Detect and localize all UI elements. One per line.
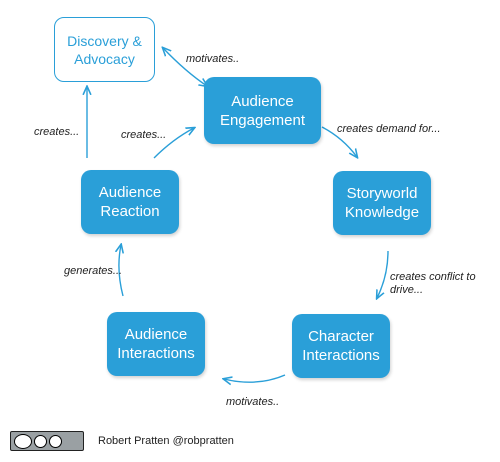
node-audience-engagement: Audience Engagement: [204, 77, 321, 144]
arrow-engagement-storyworld: [321, 126, 357, 157]
arrow-discovery-engagement: [163, 48, 207, 86]
sa-icon: [49, 434, 62, 448]
edge-label-generates: generates...: [64, 265, 123, 277]
node-discovery-label: Discovery & Advocacy: [67, 32, 142, 67]
arrow-reaction-engagement: [153, 128, 194, 159]
node-character-interactions: Character Interactions: [292, 314, 390, 378]
node-storyworld-knowledge: Storyworld Knowledge: [333, 171, 431, 235]
node-audience-reaction: Audience Reaction: [81, 170, 179, 234]
node-storyworld-label: Storyworld Knowledge: [344, 185, 420, 221]
footer: Robert Pratten @robpratten: [10, 431, 234, 451]
node-character-label: Character Interactions: [302, 328, 380, 364]
edge-label-creates-conflict: creates conflict to drive...: [390, 271, 476, 296]
by-icon: [34, 434, 47, 448]
edge-label-motivates-bottom: motivates..: [226, 396, 280, 408]
cc-icon: [14, 433, 32, 449]
arrow-interactions-reaction: [119, 245, 123, 297]
node-audience-interactions: Audience Interactions: [107, 312, 205, 376]
credit-text: Robert Pratten @robpratten: [98, 435, 234, 447]
edge-label-motivates-top: motivates..: [186, 53, 240, 65]
arrow-storyworld-character: [377, 250, 389, 298]
arrow-character-interactions: [224, 374, 286, 382]
edge-label-creates-demand: creates demand for...: [337, 123, 441, 135]
node-discovery-advocacy: Discovery & Advocacy: [54, 17, 155, 82]
edge-label-creates-inner: creates...: [121, 129, 167, 141]
node-engagement-label: Audience Engagement: [219, 92, 306, 129]
node-interactions-label: Audience Interactions: [117, 326, 195, 362]
node-reaction-label: Audience Reaction: [98, 184, 162, 220]
edge-label-creates-left: creates...: [34, 126, 80, 138]
cc-by-sa-icon: [10, 431, 84, 451]
